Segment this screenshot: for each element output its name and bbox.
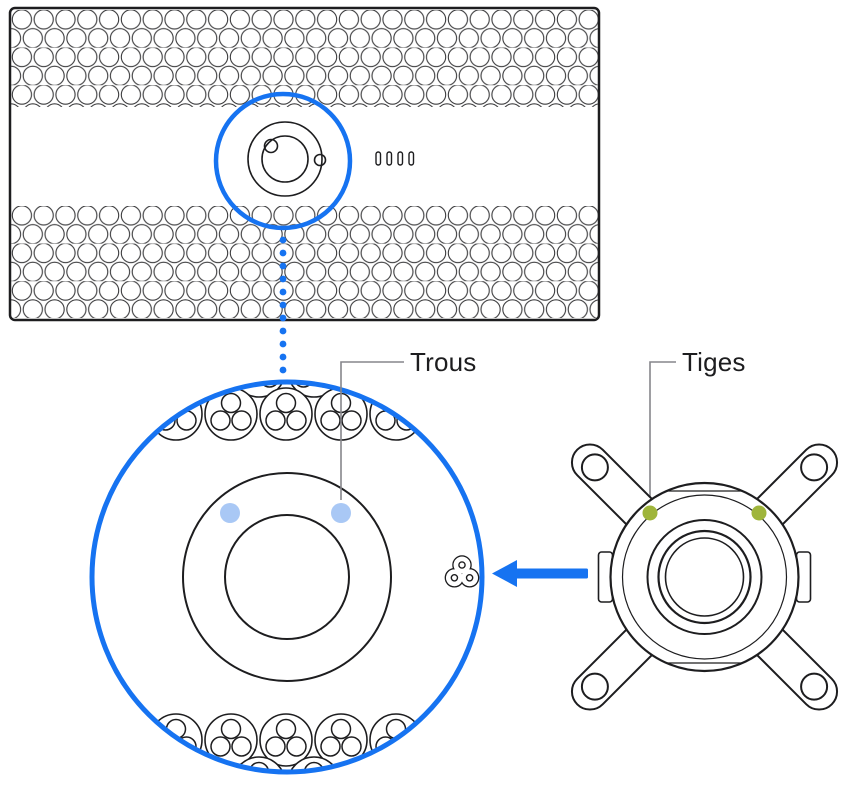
rod-dot-left [642, 505, 658, 521]
highlight-circle [213, 91, 353, 231]
zoom-lattice-top [149, 382, 423, 441]
insert-arrow-shaft [512, 568, 588, 579]
insert-arrow [492, 560, 588, 587]
connector-slot [408, 151, 415, 166]
connector-slots [375, 151, 415, 166]
holes-label: Trous [410, 347, 477, 377]
hole-dot-left [220, 503, 240, 523]
insert-arrow-head [492, 560, 517, 587]
tiges-leader-line [649, 361, 676, 503]
connector-slot [386, 151, 393, 166]
latch-trefoil [444, 555, 480, 588]
rod-dots [642, 505, 767, 521]
vesa-screw-hole [580, 453, 609, 482]
zoom-detail-view [89, 379, 485, 775]
hole-dot-right [331, 503, 351, 523]
vesa-screw-hole [580, 672, 609, 701]
vesa-center-hole [664, 537, 745, 617]
vesa-mount-adapter [570, 443, 839, 711]
vesa-screw-hole [800, 672, 829, 701]
mount-recess-inner-ring [261, 135, 309, 183]
mount-recess [247, 121, 327, 197]
mount-recess-outer-ring [247, 121, 323, 197]
rod-dot-right [751, 505, 767, 521]
connector-slot [375, 151, 382, 166]
zoom-circle-border [89, 379, 485, 775]
mount-key-hole [263, 138, 279, 154]
vesa-screw-hole [800, 453, 829, 482]
trous-leader-line [340, 361, 404, 500]
zoom-mount-inner-ring [224, 514, 350, 640]
vesa-body-inner-edge [621, 494, 788, 660]
mount-latch-lug [313, 153, 327, 167]
rods-label: Tiges [682, 347, 746, 377]
lattice-pattern-top [11, 10, 598, 107]
connector-slot [397, 151, 404, 166]
display-back-panel [8, 6, 601, 322]
hole-dots [220, 503, 351, 523]
zoom-leader-dots [279, 236, 287, 374]
